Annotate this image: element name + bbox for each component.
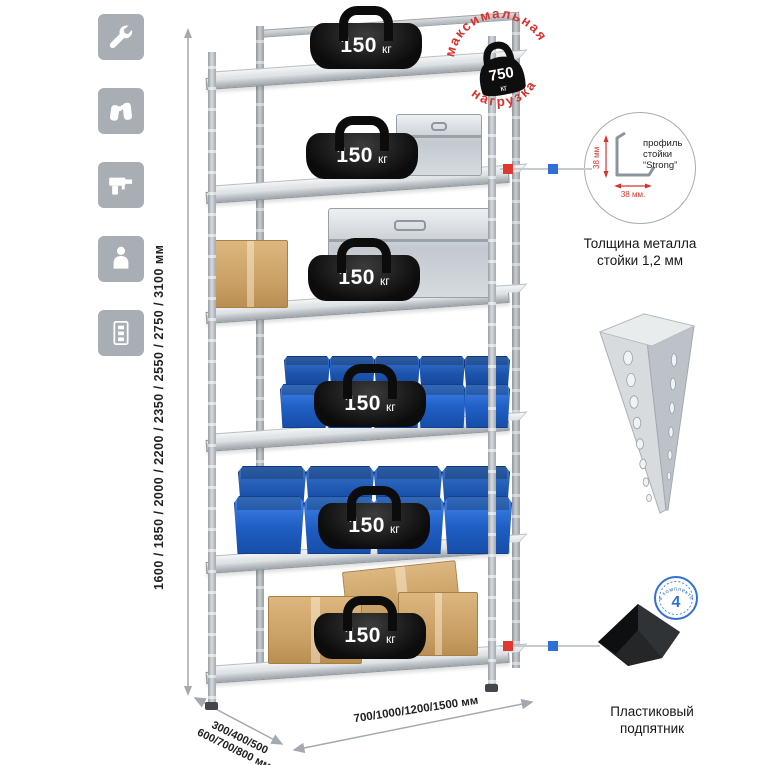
wrench-icon (98, 14, 144, 60)
weight-handle (343, 596, 397, 631)
profile-label-1: профиль (643, 138, 682, 149)
svg-text:максимальная: максимальная (435, 0, 551, 61)
rack-post-back-right (512, 18, 520, 668)
weight-unit: кг (381, 42, 392, 56)
weight-unit: кг (389, 522, 400, 536)
weight-handle (335, 116, 389, 151)
rack-post-front-left (208, 52, 216, 704)
foot-caption: Пластиковый подпятник (572, 704, 732, 738)
shelf-load-weight-5: 150 кг (318, 486, 430, 549)
profile-dim-vertical: 38 мм (592, 147, 601, 169)
weight-unit: кг (385, 632, 396, 646)
height-dimension-line (184, 28, 192, 696)
max-load-stamp: максимальная нагрузка 750 кг (428, 0, 573, 141)
marker-blue-bottom (548, 641, 558, 651)
rack-icon (98, 310, 144, 356)
profile-caption-line1: Толщина металла (583, 236, 697, 251)
weight-handle (339, 6, 393, 41)
weight-handle (343, 364, 397, 399)
height-dimensions-label: 1600 / 1850 / 2000 / 2200 / 2350 / 2550 … (152, 244, 166, 590)
weight-handle (347, 486, 401, 521)
rack-post-front-right (488, 36, 496, 686)
marker-blue-top (548, 164, 558, 174)
stamp-value: 750 (488, 64, 516, 85)
post-profile-detail: 38 мм 38 мм. профиль стойки “Strong” (584, 112, 696, 224)
rack-foot-right (485, 684, 498, 692)
marker-red-top (503, 164, 513, 174)
profile-label-2: стойки (643, 149, 672, 160)
gloves-icon (98, 88, 144, 134)
weight-unit: кг (385, 400, 396, 414)
shelf-load-weight-6: 150 кг (314, 596, 426, 659)
shelf-load-weight-2: 150 кг (306, 116, 418, 179)
storage-bin (444, 496, 512, 554)
storage-bin (464, 384, 510, 428)
cardboard-box-shelf3 (212, 240, 288, 308)
profile-dim-horizontal: 38 мм. (621, 190, 645, 199)
badge-number: 4 (672, 594, 681, 611)
weight-unit: кг (377, 152, 388, 166)
stamp-arc-top-text: максимальная (435, 0, 551, 61)
storage-bin (234, 496, 304, 554)
plastic-foot-image (598, 604, 680, 666)
foot-caption-line2: подпятник (619, 720, 685, 736)
profile-label-3: “Strong” (643, 160, 677, 171)
foot-caption-line1: Пластиковый (610, 704, 694, 719)
shelf-load-weight-4: 150 кг (314, 364, 426, 427)
included-count-badge: в комплекте 4 (654, 576, 698, 620)
shelf-load-weight-1: 150 кг (310, 6, 422, 69)
weight-handle (337, 238, 391, 273)
rack-post-back-left (256, 26, 264, 674)
angle-post-image (598, 313, 696, 514)
rack-foot-left (205, 702, 218, 710)
stamp-unit: кг (500, 82, 508, 93)
shelf-load-weight-3: 150 кг (308, 238, 420, 301)
person-icon (98, 236, 144, 282)
callout-line-profile (500, 168, 592, 170)
profile-caption: Толщина металла стойки 1,2 мм (558, 236, 722, 270)
stamp-weight-icon (479, 41, 526, 97)
profile-caption-line2: стойки 1,2 мм (596, 252, 684, 268)
marker-red-bottom (503, 641, 513, 651)
drill-icon (98, 162, 144, 208)
weight-unit: кг (379, 274, 390, 288)
profile-drawing (615, 131, 656, 177)
